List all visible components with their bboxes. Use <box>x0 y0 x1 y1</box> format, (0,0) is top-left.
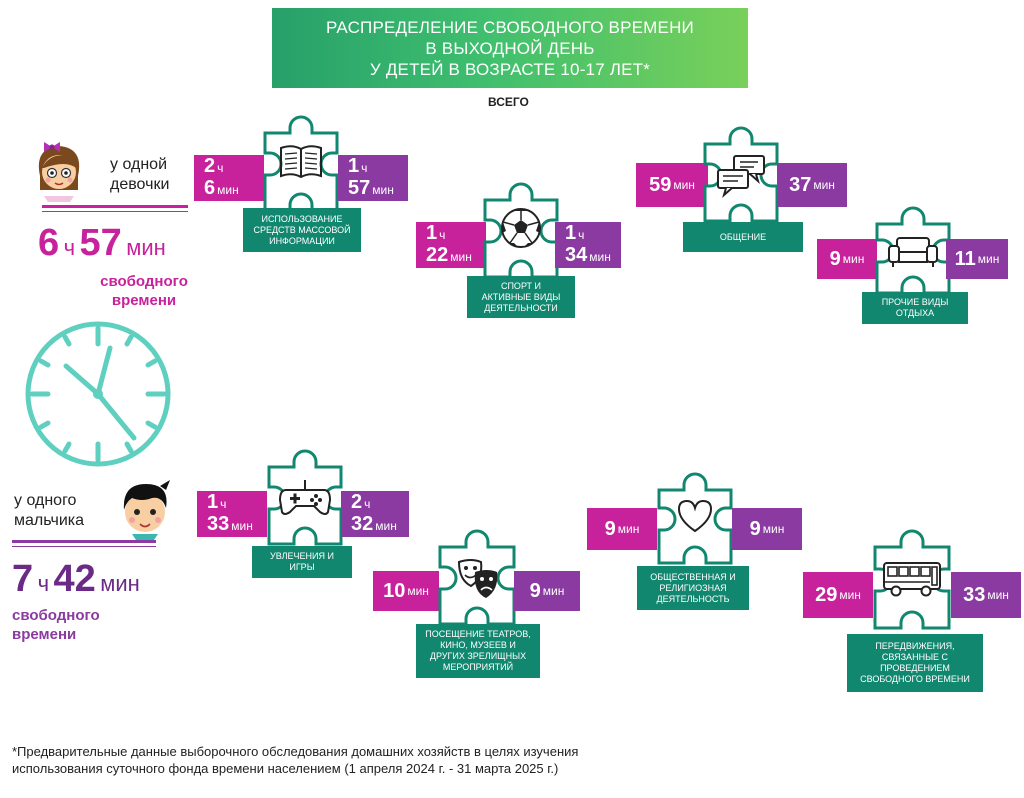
girl-total: 6 ч 57 мин <box>38 222 166 265</box>
boy-free-label: свободного времени <box>12 607 100 643</box>
girl-total-hours-unit: ч <box>63 235 76 260</box>
girl-avatar-icon <box>30 138 88 207</box>
travel-label: ПЕРЕДВИЖЕНИЯ, СВЯЗАННЫЕ С ПРОВЕДЕНИЕМ СВ… <box>847 634 983 692</box>
boy-total: 7 ч 42 мин <box>12 558 140 601</box>
heart-icon <box>676 498 714 539</box>
soccer-ball-icon <box>500 207 542 254</box>
communication-label: ОБЩЕНИЕ <box>683 222 803 252</box>
boy-label: у одного мальчика <box>14 492 85 529</box>
girl-total-hours: 6 <box>38 222 60 264</box>
social-puzzle <box>656 470 734 566</box>
girl-divider-thin <box>42 211 188 212</box>
girl-free-label: свободного времени <box>100 273 188 309</box>
subtitle: ВСЕГО <box>488 95 529 109</box>
rest-label: ПРОЧИЕ ВИДЫ ОТДЫХА <box>862 292 968 324</box>
gamepad-icon <box>278 478 332 523</box>
sport-label: СПОРТ И АКТИВНЫЕ ВИДЫ ДЕЯТЕЛЬНОСТИ <box>467 276 575 318</box>
media-label: ИСПОЛЬЗОВАНИЕ СРЕДСТВ МАССОВОЙ ИНФОРМАЦИ… <box>243 208 361 252</box>
footnote: *Предварительные данные выборочного обсл… <box>12 744 579 776</box>
boy-total-hours: 7 <box>12 558 34 600</box>
title-banner: РАСПРЕДЕЛЕНИЕ СВОБОДНОГО ВРЕМЕНИ В ВЫХОД… <box>272 8 748 88</box>
boy-divider-thin <box>12 546 156 547</box>
social-label: ОБЩЕСТВЕННАЯ И РЕЛИГИОЗНАЯ ДЕЯТЕЛЬНОСТЬ <box>637 566 749 610</box>
sofa-icon <box>887 234 939 273</box>
boy-total-minutes-unit: мин <box>100 571 140 596</box>
girl-label: у одной девочки <box>110 156 170 193</box>
theatre-label: ПОСЕЩЕНИЕ ТЕАТРОВ, КИНО, МУЗЕЕВ И ДРУГИХ… <box>416 624 540 678</box>
hobbies-label: УВЛЕЧЕНИЯ И ИГРЫ <box>252 546 352 578</box>
page-title: РАСПРЕДЕЛЕНИЕ СВОБОДНОГО ВРЕМЕНИ В ВЫХОД… <box>326 17 694 79</box>
boy-total-minutes: 42 <box>53 558 96 600</box>
boy-total-hours-unit: ч <box>37 571 50 596</box>
theatre-masks-icon <box>455 556 501 607</box>
girl-total-minutes-unit: мин <box>126 235 166 260</box>
chat-bubbles-icon <box>716 154 766 203</box>
clock-icon <box>22 318 174 475</box>
book-icon <box>278 142 324 187</box>
bus-icon <box>882 560 942 603</box>
boy-divider <box>12 540 156 543</box>
girl-divider <box>42 205 188 208</box>
boy-avatar-icon <box>112 478 178 545</box>
girl-total-minutes: 57 <box>79 222 122 264</box>
